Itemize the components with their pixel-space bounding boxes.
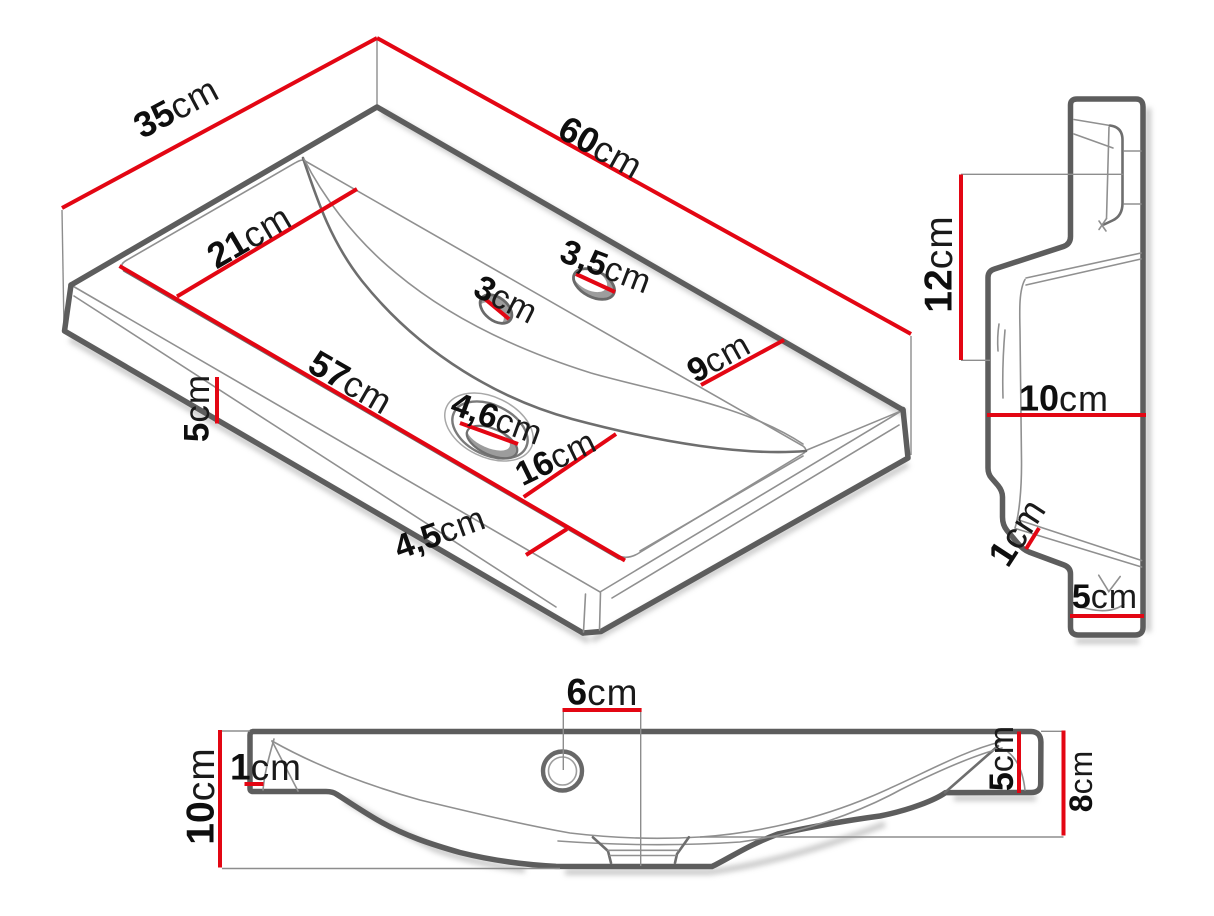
svg-text:6cm: 6cm [567,672,639,713]
svg-text:10cm: 10cm [1019,378,1109,419]
svg-text:8cm: 8cm [1063,750,1099,812]
svg-text:5cm: 5cm [983,725,1021,791]
svg-text:12cm: 12cm [918,215,961,312]
svg-text:1cm: 1cm [230,747,302,788]
svg-text:5cm: 5cm [1072,578,1138,616]
svg-text:10cm: 10cm [180,747,223,844]
svg-text:5cm: 5cm [178,374,217,442]
